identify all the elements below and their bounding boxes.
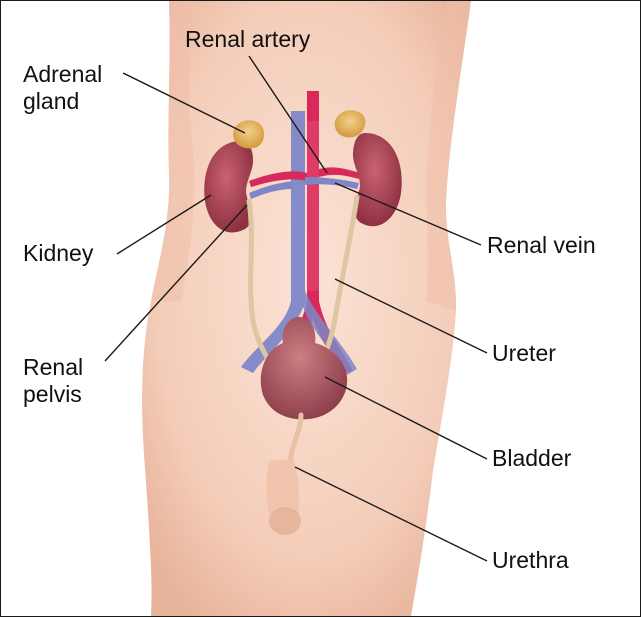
genital-glans bbox=[269, 507, 301, 535]
label-adrenal-gland: Adrenal gland bbox=[23, 61, 102, 115]
label-renal-pelvis-line1: Renal bbox=[23, 354, 83, 381]
adrenal-gland-left bbox=[233, 120, 264, 148]
label-ureter: Ureter bbox=[492, 340, 556, 367]
label-renal-artery: Renal artery bbox=[185, 26, 310, 53]
label-adrenal-gland-line2: gland bbox=[23, 88, 102, 115]
label-kidney: Kidney bbox=[23, 240, 93, 267]
label-adrenal-gland-line1: Adrenal bbox=[23, 61, 102, 88]
label-urethra: Urethra bbox=[492, 547, 569, 574]
label-renal-vein: Renal vein bbox=[487, 232, 596, 259]
label-renal-pelvis: Renal pelvis bbox=[23, 354, 83, 408]
label-bladder: Bladder bbox=[492, 445, 571, 472]
label-renal-pelvis-line2: pelvis bbox=[23, 381, 83, 408]
